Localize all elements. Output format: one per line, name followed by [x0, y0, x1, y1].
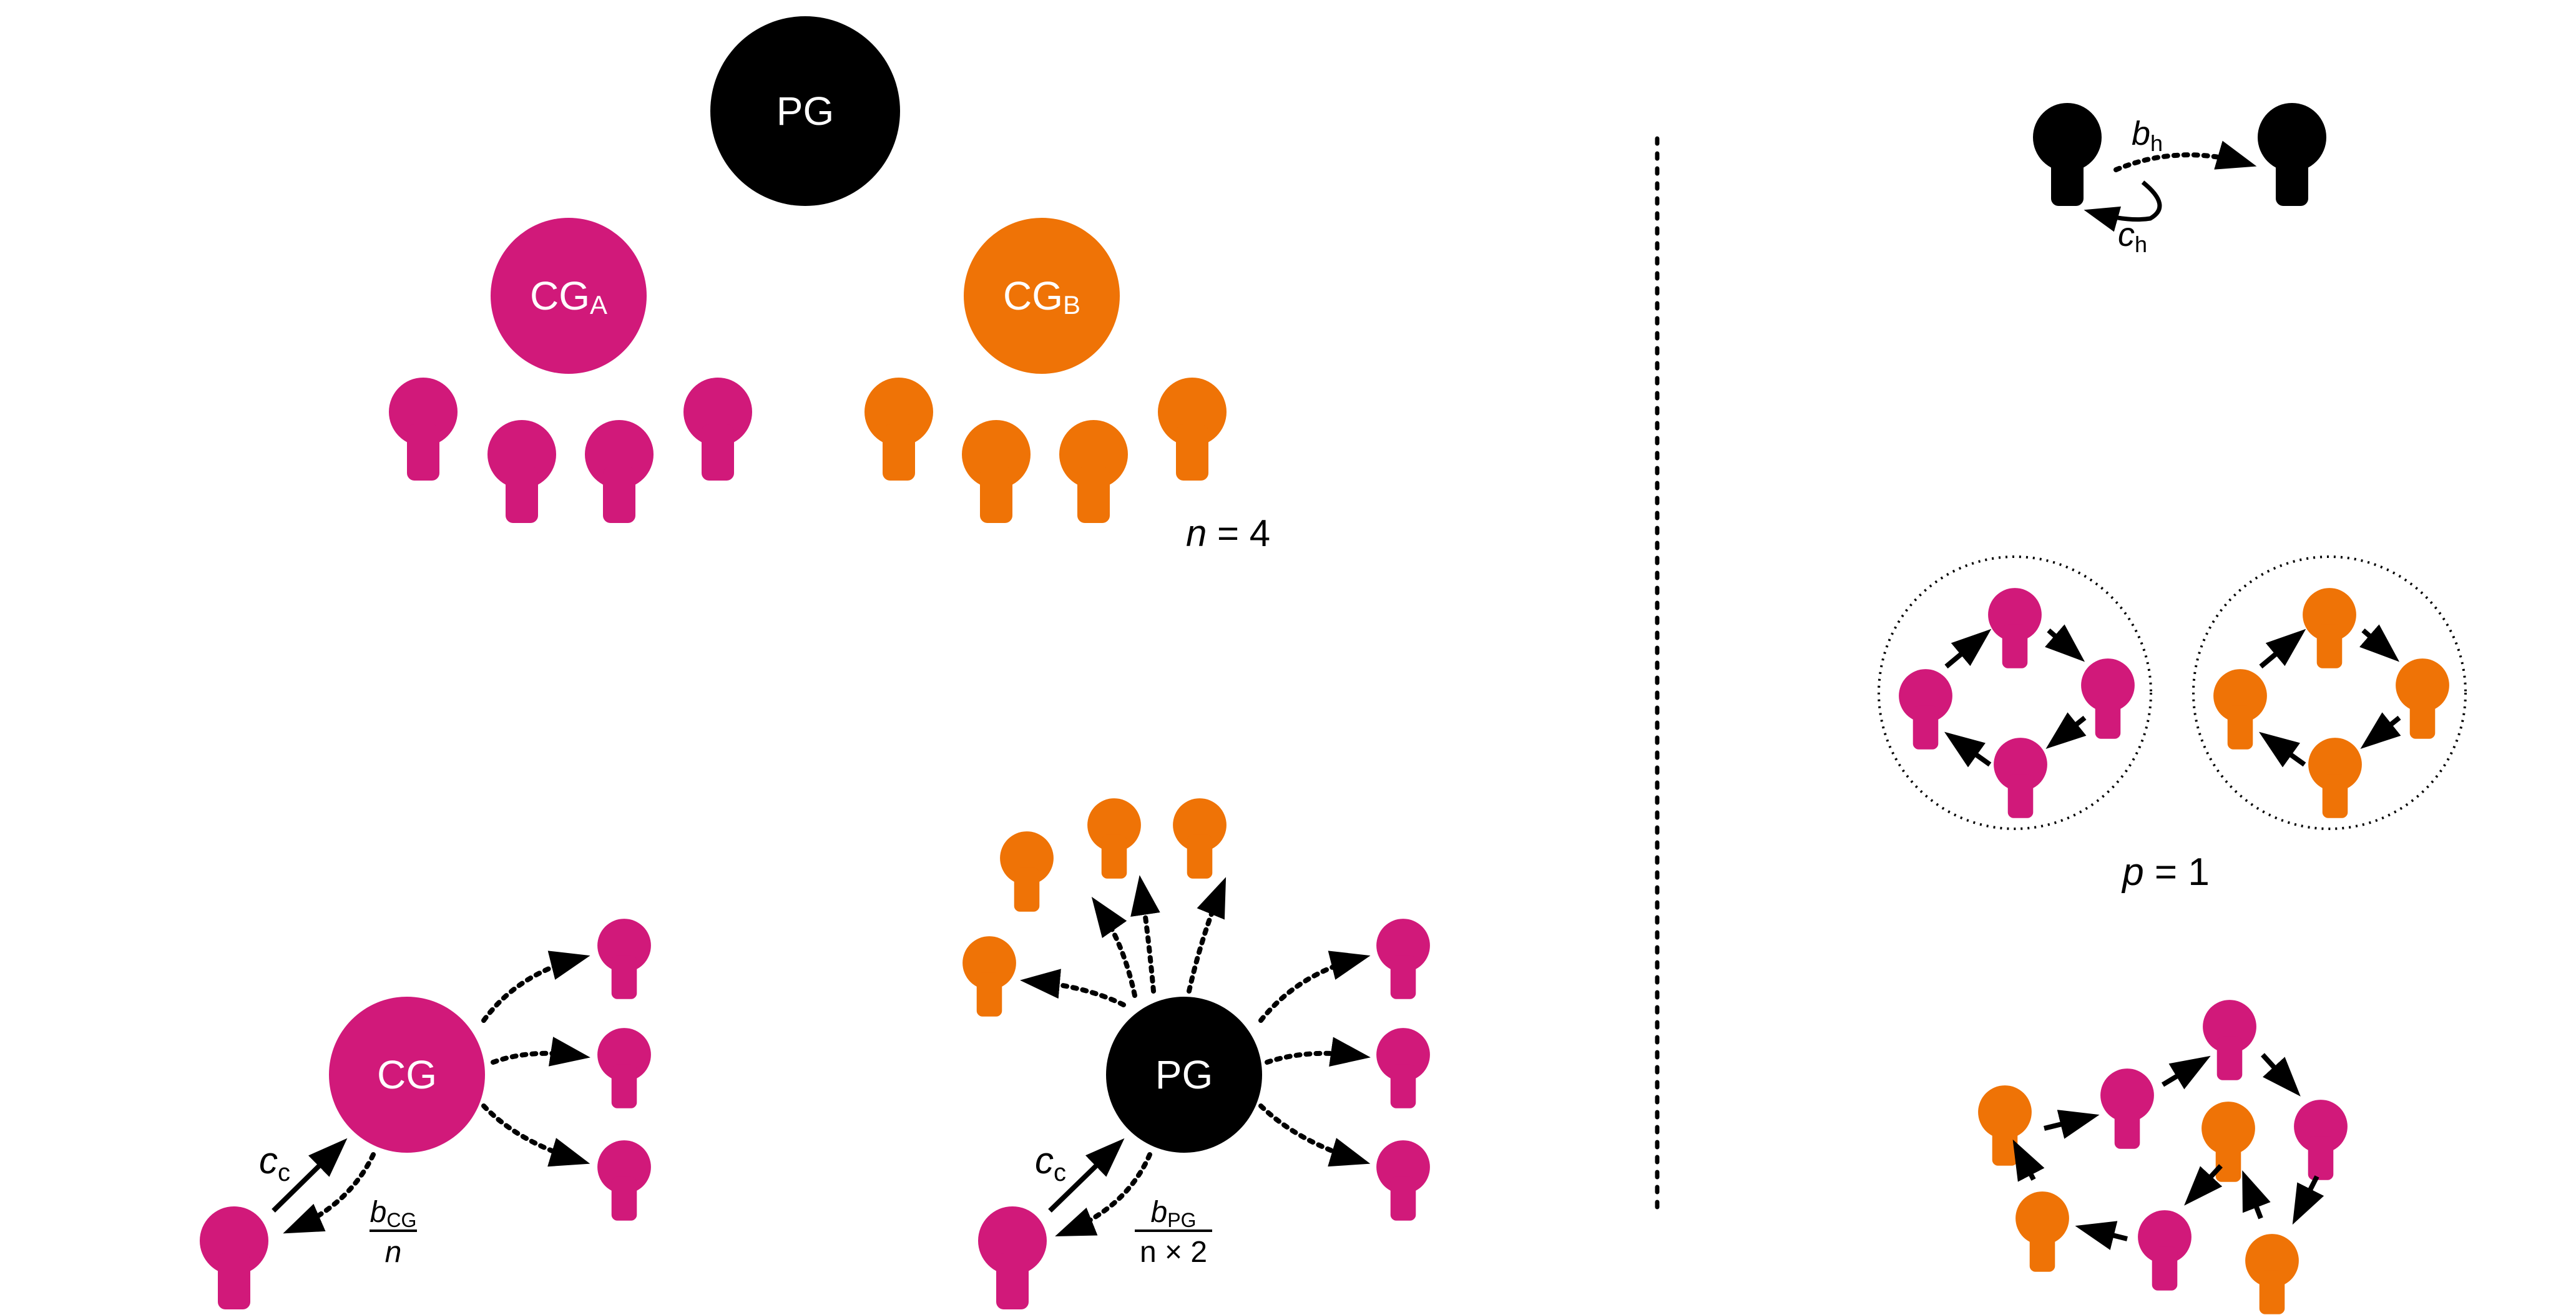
public-good-label: PG	[776, 89, 834, 134]
cost-arrow	[1048, 1138, 1125, 1213]
bcg-denominator: n	[385, 1236, 402, 1269]
cost-arrow	[1944, 731, 1992, 768]
cost-arrow	[2359, 624, 2400, 662]
benefit-arrow	[1055, 1152, 1152, 1236]
cost-arrow	[2184, 1164, 2223, 1206]
agent-icon	[1000, 831, 1054, 912]
agent-icon	[597, 1028, 651, 1108]
agent-icon	[2033, 103, 2102, 206]
bottom-arrows-group	[272, 875, 1371, 1236]
agent-icon	[2015, 1191, 2069, 1272]
bpg-denominator: n × 2	[1140, 1236, 1207, 1269]
cost-arrow	[2258, 731, 2306, 768]
agent-icon	[864, 378, 933, 481]
public-good-label-2: PG	[1155, 1052, 1213, 1097]
agent-icon	[1173, 798, 1227, 879]
cost-arrow	[2242, 1170, 2271, 1220]
agent-icon	[585, 420, 654, 523]
bcg-numerator: bCG	[370, 1196, 417, 1231]
agent-icon	[962, 936, 1016, 1017]
cluster-boundary-magenta	[1878, 555, 2152, 830]
agent-icon	[2258, 103, 2326, 206]
agent-icon	[2303, 588, 2356, 668]
cost-arrow	[2261, 1053, 2301, 1097]
club-good-b-node: CGB	[964, 218, 1120, 374]
agent-icon	[1899, 669, 1952, 750]
agent-icon	[1087, 798, 1141, 879]
cost-arrow	[2075, 1221, 2128, 1250]
benefit-arrow	[481, 1103, 590, 1167]
cost-arrow	[2012, 1139, 2045, 1182]
agent-icon	[978, 1206, 1047, 1309]
benefit-arrow	[283, 1152, 376, 1234]
agent-icon	[2201, 1102, 2255, 1182]
agent-icon	[1978, 1085, 2032, 1166]
agent-icon	[1994, 738, 2047, 818]
benefit-arrow	[1091, 896, 1137, 998]
agent-icon	[1376, 1028, 1430, 1108]
club-good-a-label: CGA	[530, 273, 607, 320]
benefit-arrow	[1020, 969, 1126, 1007]
agent-icon	[487, 420, 556, 523]
benefit-arrow	[481, 951, 590, 1023]
agent-icon	[2294, 1100, 2348, 1180]
ch-label: ch	[2118, 216, 2147, 257]
club-good-label: CG	[377, 1052, 437, 1097]
public-good-node-2: PG	[1106, 997, 1262, 1153]
cost-arrow	[2045, 624, 2085, 662]
agent-icon	[2396, 658, 2449, 739]
agent-icon	[597, 1140, 651, 1221]
agent-icon	[2081, 658, 2135, 739]
cluster-boundary-orange	[2192, 555, 2467, 830]
agent-icon	[2203, 1000, 2256, 1080]
agent-icon	[1988, 588, 2042, 668]
agent-icon	[2213, 669, 2267, 750]
bpg-numerator: bPG	[1151, 1196, 1197, 1231]
agent-icon	[1158, 378, 1227, 481]
agent-icon	[389, 378, 458, 481]
benefit-arrow	[2113, 140, 2257, 172]
agent-icon	[2245, 1234, 2299, 1314]
public-good-node: PG	[710, 16, 900, 206]
benefit-arrow	[1258, 1103, 1371, 1167]
cost-arrow	[2084, 180, 2162, 232]
agent-icon	[2100, 1068, 2154, 1149]
cc-label-cg: cc	[259, 1140, 290, 1186]
agent-icon	[2308, 738, 2362, 818]
cost-arrow	[2360, 712, 2401, 749]
agent-icon	[683, 378, 752, 481]
benefit-arrow	[1265, 1037, 1371, 1067]
agent-icon	[1059, 420, 1128, 523]
p-equation: p = 1	[2121, 851, 2210, 894]
agent-icon	[1376, 1140, 1430, 1221]
benefit-arrow	[1258, 951, 1371, 1023]
cost-arrow	[1944, 628, 1992, 669]
benefit-arrow	[1130, 875, 1160, 994]
right-arrows-group	[1944, 140, 2401, 1250]
benefit-arrow	[1187, 877, 1227, 994]
cost-arrow	[2044, 1110, 2100, 1139]
agent-icon	[2138, 1210, 2192, 1291]
club-good-b-label: CGB	[1003, 273, 1080, 320]
cost-arrow	[2161, 1055, 2211, 1090]
top-agents-group	[389, 378, 1227, 523]
agent-icon	[1376, 919, 1430, 999]
cost-arrow	[2259, 628, 2306, 669]
cc-label-pg: cc	[1035, 1140, 1066, 1186]
agent-icon	[597, 919, 651, 999]
agent-icon	[200, 1206, 268, 1309]
bottom-agents-group	[200, 798, 1430, 1309]
agent-icon	[962, 420, 1031, 523]
n-equation: n = 4	[1186, 512, 1270, 554]
cost-arrow	[2045, 712, 2087, 749]
bh-label: bh	[2132, 115, 2163, 156]
club-good-a-node: CGA	[491, 218, 647, 374]
cost-arrow	[2292, 1175, 2324, 1225]
right-agents-group	[1899, 103, 2449, 1314]
club-good-node: CG	[329, 997, 485, 1153]
cost-arrow	[272, 1138, 348, 1213]
benefit-arrow	[491, 1037, 590, 1067]
